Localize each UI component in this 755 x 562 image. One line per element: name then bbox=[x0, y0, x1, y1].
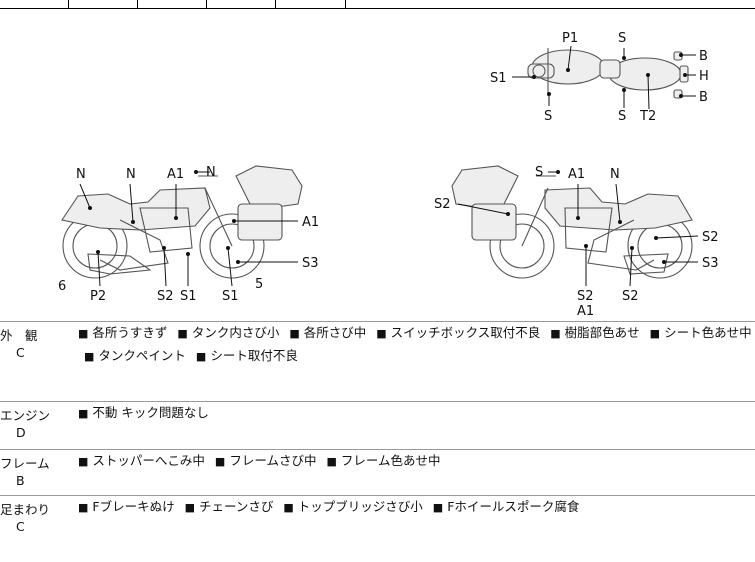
condition-table: 外 観 C ■各所うすきず ■タンク内さび小 ■各所さび中 ■スイッチボックス取… bbox=[0, 321, 755, 562]
right-label-s2-rear: S2 bbox=[702, 230, 719, 245]
damage-diagram: P1 S S1 S S T2 B H B N N A1 N A1 S3 6 P2 bbox=[0, 8, 755, 320]
condition-row-exterior: 外 観 C ■各所うすきず ■タンク内さび小 ■各所さび中 ■スイッチボックス取… bbox=[0, 321, 755, 402]
section-name: 外 観 bbox=[0, 328, 38, 343]
right-label-s2-engine: S2 bbox=[577, 289, 594, 304]
condition-row-suspension: 足まわり C ■Fブレーキぬけ ■チェーンさび ■トップブリッジさび小 ■Fホイ… bbox=[0, 495, 755, 562]
list-item: ストッパーへこみ中 bbox=[92, 453, 205, 468]
section-grade: C bbox=[16, 519, 25, 534]
list-item: 各所うすきず bbox=[92, 325, 168, 340]
left-label-s2: S2 bbox=[157, 289, 174, 304]
top-label-t2: T2 bbox=[639, 109, 656, 124]
top-label-s1: S1 bbox=[490, 71, 507, 86]
list-item: シート色あせ中 bbox=[664, 325, 752, 340]
list-item: 各所さび中 bbox=[303, 325, 367, 340]
section-grade: D bbox=[16, 425, 26, 440]
condition-row-frame: フレーム B ■ストッパーへこみ中 ■フレームさび中 ■フレーム色あせ中 bbox=[0, 449, 755, 496]
top-header-strip bbox=[0, 0, 755, 9]
left-label-n-seat: N bbox=[126, 167, 136, 182]
left-label-a1-front: A1 bbox=[302, 215, 319, 230]
list-item: Fブレーキぬけ bbox=[92, 499, 175, 514]
left-label-5: 5 bbox=[255, 277, 263, 292]
motorcycle-right-view bbox=[451, 165, 693, 279]
right-label-a1-tank: A1 bbox=[568, 167, 585, 182]
right-label-n: N bbox=[610, 167, 620, 182]
left-label-6: 6 bbox=[58, 279, 66, 294]
list-item: フレーム色あせ中 bbox=[340, 453, 441, 468]
left-label-n-rear: N bbox=[76, 167, 86, 182]
top-label-p1: P1 bbox=[562, 31, 578, 46]
left-label-s1-front: S1 bbox=[222, 289, 239, 304]
list-item: タンクペイント bbox=[98, 348, 186, 363]
list-item: 不動 キック問題なし bbox=[92, 405, 209, 420]
top-label-s-lower: S bbox=[544, 109, 552, 124]
left-label-s1: S1 bbox=[180, 289, 197, 304]
left-label-n-bar: N bbox=[206, 165, 216, 180]
section-items: ■不動 キック問題なし bbox=[78, 401, 755, 450]
list-item: Fホイールスポーク腐食 bbox=[447, 499, 580, 514]
list-item: スイッチボックス取付不良 bbox=[390, 325, 541, 340]
right-label-s3: S3 bbox=[702, 256, 719, 271]
section-grade: C bbox=[16, 345, 25, 360]
top-label-s: S bbox=[618, 31, 626, 46]
motorcycle-top-view bbox=[512, 45, 696, 110]
top-label-b-lower: B bbox=[699, 90, 708, 105]
list-item: トップブリッジさび小 bbox=[297, 499, 423, 514]
top-label-h: H bbox=[699, 69, 709, 84]
motorcycle-left-view bbox=[61, 165, 303, 279]
section-grade: B bbox=[16, 473, 25, 488]
right-label-s: S bbox=[535, 165, 543, 180]
section-name: エンジン bbox=[0, 408, 51, 423]
list-item: シート取付不良 bbox=[210, 348, 298, 363]
right-label-s2-exhaust: S2 bbox=[622, 289, 639, 304]
list-item: 樹脂部色あせ bbox=[564, 325, 640, 340]
left-view-leaders bbox=[79, 170, 298, 287]
list-item: タンク内さび小 bbox=[191, 325, 280, 340]
right-label-a1-engine: A1 bbox=[577, 304, 594, 319]
section-items: ■Fブレーキぬけ ■チェーンさび ■トップブリッジさび小 ■Fホイールスポーク腐… bbox=[78, 495, 755, 562]
left-label-p2: P2 bbox=[90, 289, 106, 304]
section-name: 足まわり bbox=[0, 502, 51, 517]
section-items: ■ストッパーへこみ中 ■フレームさび中 ■フレーム色あせ中 bbox=[78, 449, 755, 496]
right-view-leaders bbox=[457, 170, 699, 287]
top-label-b: B bbox=[699, 49, 708, 64]
list-item: フレームさび中 bbox=[229, 453, 317, 468]
left-label-a1-tank: A1 bbox=[167, 167, 184, 182]
condition-row-engine: エンジン D ■不動 キック問題なし bbox=[0, 401, 755, 450]
section-items: ■各所うすきず ■タンク内さび小 ■各所さび中 ■スイッチボックス取付不良 ■樹… bbox=[78, 321, 755, 402]
list-item: チェーンさび bbox=[199, 499, 274, 514]
left-label-s3: S3 bbox=[302, 256, 319, 271]
section-name: フレーム bbox=[0, 456, 50, 471]
top-label-s-rear: S bbox=[618, 109, 626, 124]
right-label-s2-bag: S2 bbox=[434, 197, 451, 212]
